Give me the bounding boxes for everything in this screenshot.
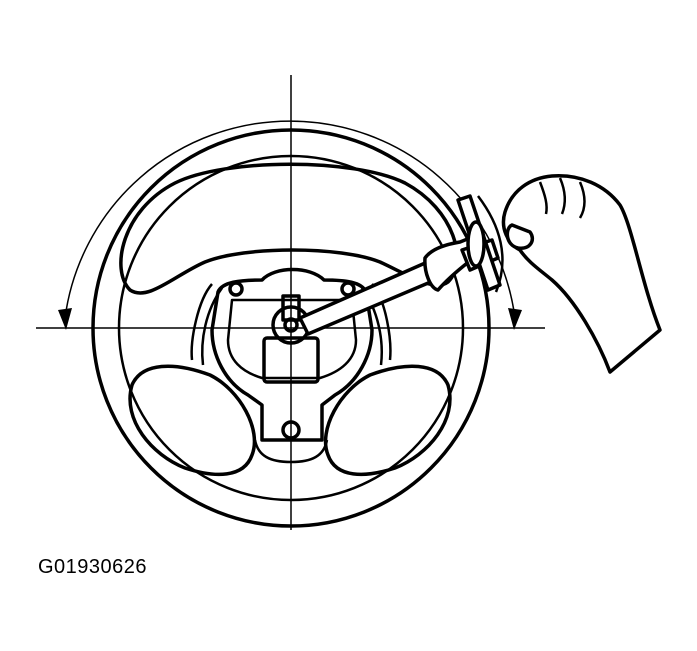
center-lines bbox=[36, 75, 545, 530]
left-arrowhead-icon bbox=[58, 308, 72, 330]
right-arrowhead-icon bbox=[508, 308, 522, 330]
torque-wrench bbox=[298, 194, 504, 336]
figure-id-label: G01930626 bbox=[38, 556, 148, 578]
left-lower-opening bbox=[128, 364, 257, 477]
right-lower-opening bbox=[323, 364, 452, 477]
hand bbox=[501, 174, 662, 374]
rotation-arrow bbox=[58, 120, 522, 330]
inner-pad bbox=[226, 298, 358, 380]
